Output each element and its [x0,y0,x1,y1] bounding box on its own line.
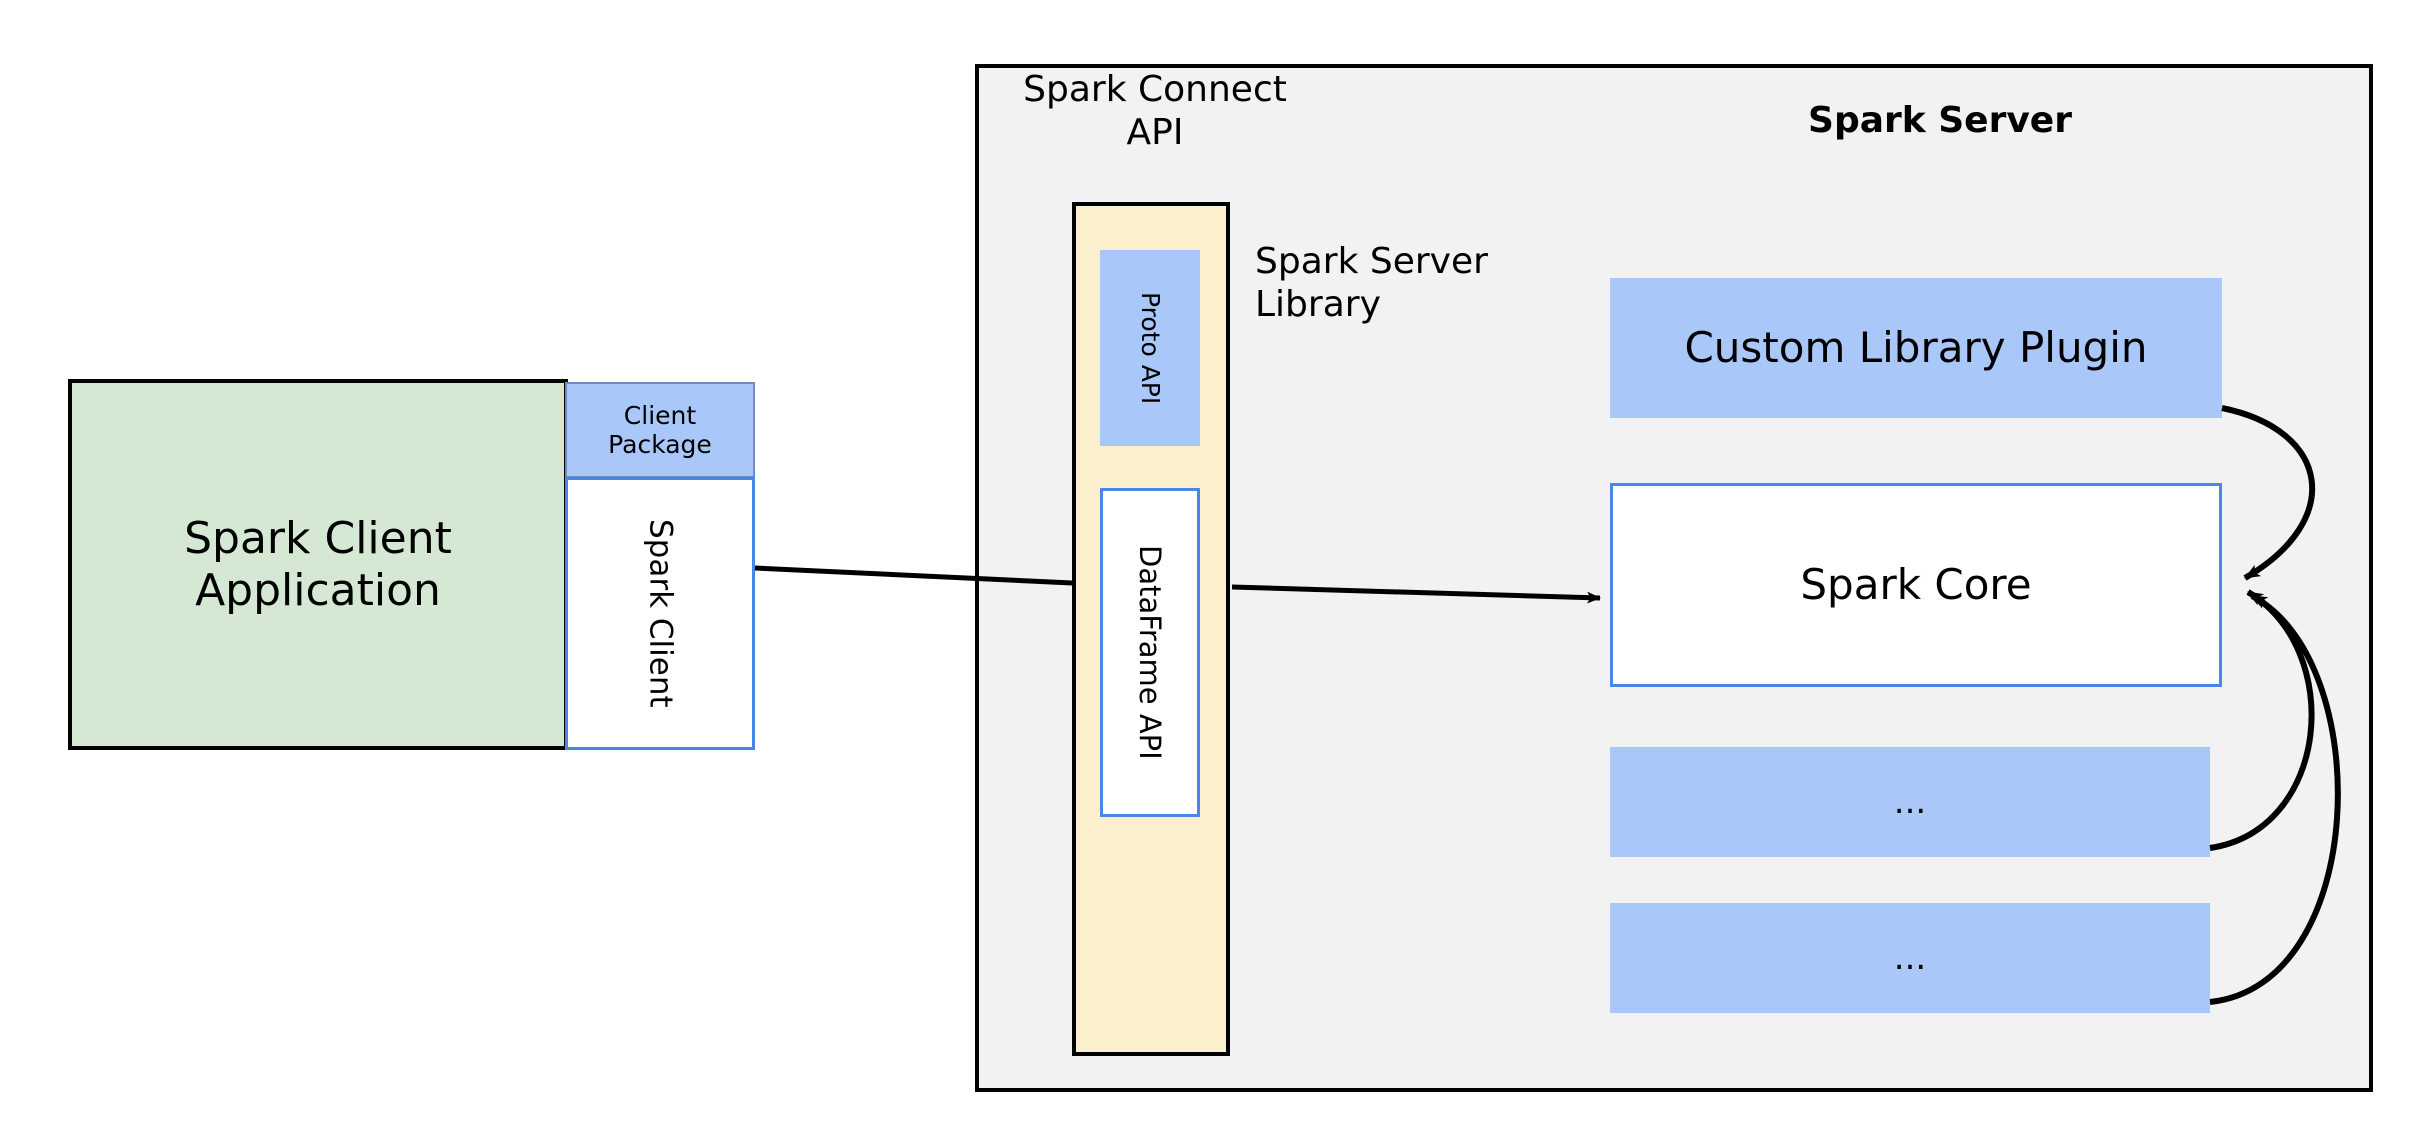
spark-core-label: Spark Core [1800,560,2032,610]
client-package-box[interactable]: Client Package [565,382,755,478]
spark-client-application-box[interactable]: Spark Client Application [68,379,568,750]
spark-connect-api-label: Spark Connect API [1023,69,1287,154]
spark-server-title: Spark Server [1808,100,2072,141]
ellipsis-box-2[interactable]: ... [1610,903,2210,1013]
custom-library-plugin-box[interactable]: Custom Library Plugin [1610,278,2222,418]
ellipsis-box-1[interactable]: ... [1610,747,2210,857]
client-package-label: Client Package [608,400,712,460]
spark-client-label: Spark Client [642,519,679,708]
proto-api-label: Proto API [1135,291,1165,405]
dataframe-api-label: DataFrame API [1133,545,1168,760]
dataframe-api-box[interactable]: DataFrame API [1100,488,1200,817]
spark-client-application-label: Spark Client Application [184,512,452,616]
proto-api-box[interactable]: Proto API [1100,250,1200,446]
ellipsis-box-2-label: ... [1893,937,1927,978]
spark-client-box[interactable]: Spark Client [565,477,755,750]
spark-core-box[interactable]: Spark Core [1610,483,2222,687]
custom-library-plugin-label: Custom Library Plugin [1684,323,2148,373]
ellipsis-box-1-label: ... [1893,781,1927,822]
spark-server-library-label: Spark Server Library [1255,241,1488,326]
